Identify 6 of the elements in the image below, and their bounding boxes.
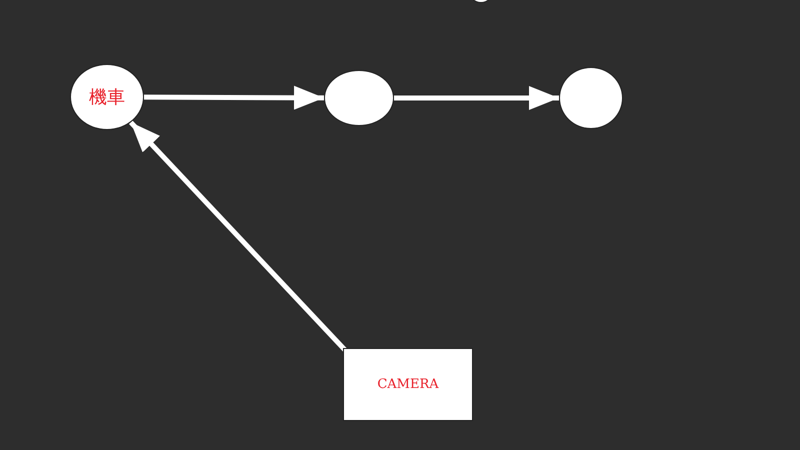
arrow — [128, 120, 347, 352]
arrow — [144, 86, 324, 110]
node-label: CAMERA — [377, 377, 439, 392]
text-box — [343, 348, 473, 421]
node-label: 機車 — [89, 86, 125, 109]
arrow — [394, 86, 559, 110]
